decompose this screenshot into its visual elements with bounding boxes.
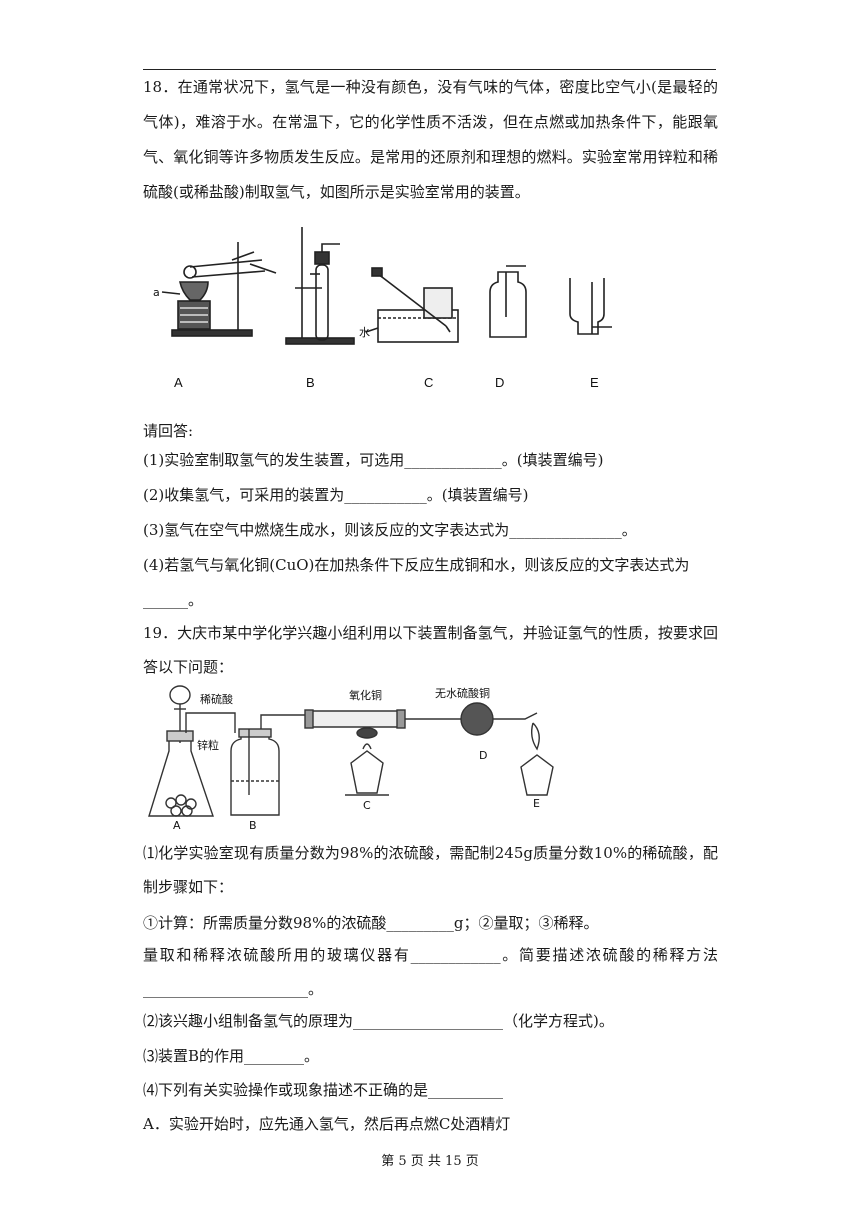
q19-option-a: A．实验开始时，应先通入氢气，然后再点燃C处酒精灯	[143, 1115, 511, 1133]
header-rule	[143, 69, 716, 70]
q18-apparatus-figure: a 水 A B C D E	[153, 227, 612, 390]
q18-item-2: (2)收集氢气，可采用的装置为___________。(填装置编号)	[143, 486, 529, 504]
q19-item-1: ⑴化学实验室现有质量分数为98%的浓硫酸，需配制245g质量分数10%的稀硫酸，…	[143, 844, 718, 896]
q19-apparatus-figure: 稀硫酸 锌粒 氧化铜 无水硫酸铜 A B C D E	[148, 685, 554, 832]
q18-item-3: (3)氢气在空气中燃烧生成水，则该反应的文字表达式为______________…	[143, 521, 637, 539]
q19-item-1a: ①计算：所需质量分数98%的浓硫酸_________g；②量取；③稀释。	[143, 914, 599, 932]
label-a-pointer: a	[153, 286, 160, 299]
label-anhydrous-cuso4: 无水硫酸铜	[435, 686, 490, 700]
q19-item-4: ⑷下列有关实验操作或现象描述不正确的是__________	[143, 1081, 504, 1099]
label-water: 水	[359, 326, 370, 339]
q19-item-1b: 量取和稀释浓硫酸所用的玻璃仪器有____________。简要描述浓硫酸的稀释方…	[143, 946, 718, 998]
q18-item-4-blank: ______。	[143, 591, 204, 609]
label-zinc: 锌粒	[197, 738, 219, 752]
apparatus-a	[161, 242, 277, 337]
bottle-b	[230, 714, 310, 816]
label-B: B	[306, 375, 315, 390]
apparatus-e	[569, 278, 612, 335]
flask-a	[148, 685, 236, 817]
q18-item-1: (1)实验室制取氢气的发生装置，可选用_____________。(填装置编号)	[143, 451, 604, 469]
q19-item-3: ⑶装置B的作用________。	[143, 1047, 320, 1065]
q19-intro: 19．大庆市某中学化学兴趣小组利用以下装置制备氢气，并验证氢气的性质，按要求回答…	[143, 624, 718, 676]
q18-intro: 18．在通常状况下，氢气是一种没有颜色，没有气味的气体，密度比空气小(是最轻的气…	[143, 78, 718, 201]
label-C: C	[424, 375, 433, 390]
label-B: B	[249, 819, 257, 832]
label-D: D	[495, 375, 504, 390]
apparatus-b	[285, 227, 355, 345]
page-footer: 第 5 页 共 15 页	[381, 1154, 479, 1169]
label-A: A	[173, 819, 181, 832]
tube-c	[304, 709, 445, 796]
q18-item-4: (4)若氢气与氧化铜(CuO)在加热条件下反应生成铜和水，则该反应的文字表达式为	[143, 556, 690, 574]
apparatus-c	[365, 267, 459, 343]
label-copper-oxide: 氧化铜	[349, 688, 382, 702]
q19-item-2: ⑵该兴趣小组制备氢气的原理为____________________（化学方程式…	[143, 1012, 614, 1030]
label-D: D	[479, 749, 487, 762]
burner-e	[520, 722, 554, 796]
label-A: A	[174, 375, 183, 390]
tube-d	[445, 702, 538, 736]
label-E: E	[533, 797, 540, 810]
label-C: C	[363, 799, 371, 812]
label-dilute-acid: 稀硫酸	[200, 692, 233, 706]
apparatus-d	[489, 265, 527, 338]
q18-prompt: 请回答:	[143, 422, 194, 440]
label-E: E	[590, 375, 599, 390]
